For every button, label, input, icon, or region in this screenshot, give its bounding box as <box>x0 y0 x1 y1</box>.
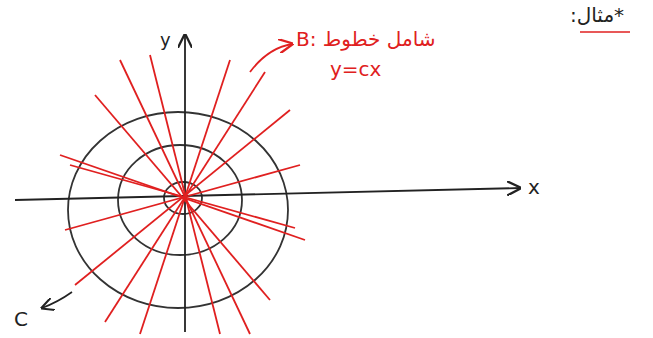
equation-label: y=cx <box>330 58 381 80</box>
axis-label: x <box>528 176 540 198</box>
axes <box>15 35 520 332</box>
axis-label: y <box>160 30 171 50</box>
heading-label: *مثال: <box>570 4 624 26</box>
pointer-arrow <box>42 292 72 308</box>
curve-label: C <box>14 308 28 330</box>
level-curves <box>68 112 288 308</box>
underline <box>580 31 630 33</box>
pointer-arrow <box>250 44 292 72</box>
radial-lines <box>60 55 305 334</box>
field-label: B: شامل خطوط <box>296 28 436 50</box>
